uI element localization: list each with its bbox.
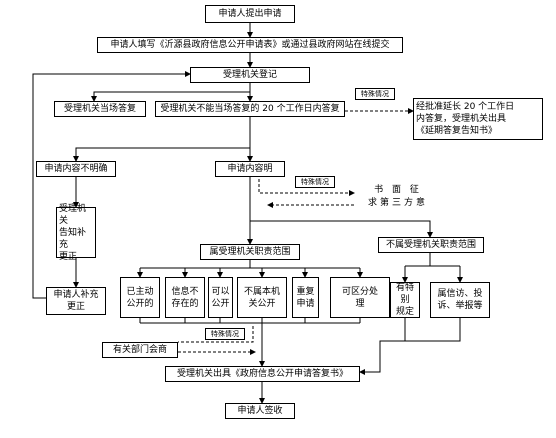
node-not-disclose: 不属本机 关公开 [237,277,287,318]
node-partial: 可区分处 理 [330,277,390,318]
node-can-disclose: 可以 公开 [208,277,233,318]
node-applicant-supplement: 申请人补充 更正 [46,287,106,315]
node-notify-supplement: 受理机关 告知补充 更正 [56,204,96,262]
node-special-provision: 有特别 规定 [390,282,420,318]
node-made-public: 已主动 公开的 [120,277,160,318]
node-unclear: 申请内容不明确 [36,161,116,177]
tag-special-consult: 特殊情况 [205,328,245,340]
node-apply: 申请人提出申请 [205,5,295,23]
node-clear: 申请内容明 [215,161,285,177]
node-reply-20-days: 受理机关不能当场答复的 20 个工作日内答复 [155,101,345,117]
node-register: 受理机关登记 [190,67,310,83]
node-within-scope: 属受理机关职责范围 [200,244,300,260]
node-extend: 经批准延长 20 个工作日 内答复，受理机关出具 《延期答复告知书》 [413,98,543,140]
node-not-exist: 信息不 存在的 [165,277,205,318]
node-sign-receipt: 申请人签收 [225,403,295,419]
tag-special-third-party: 特殊情况 [295,176,335,188]
node-issue-reply: 受理机关出具《政府信息公开申请答复书》 [165,366,360,382]
node-petition: 属信访、投 诉、举报等 [430,282,490,318]
tag-special-extend: 特殊情况 [355,88,395,100]
node-consult-dept: 有关部门会商 [102,342,178,358]
node-reply-on-spot: 受理机关当场答复 [54,101,146,117]
node-fill-form: 申请人填写《沂源县政府信息公开申请表》或通过县政府网站在线提交 [97,37,403,53]
node-third-party: 书 面 征 求第三方意 [367,185,428,208]
node-duplicate: 重复 申请 [292,277,319,318]
node-outside-scope: 不属受理机关职责范围 [378,237,484,253]
